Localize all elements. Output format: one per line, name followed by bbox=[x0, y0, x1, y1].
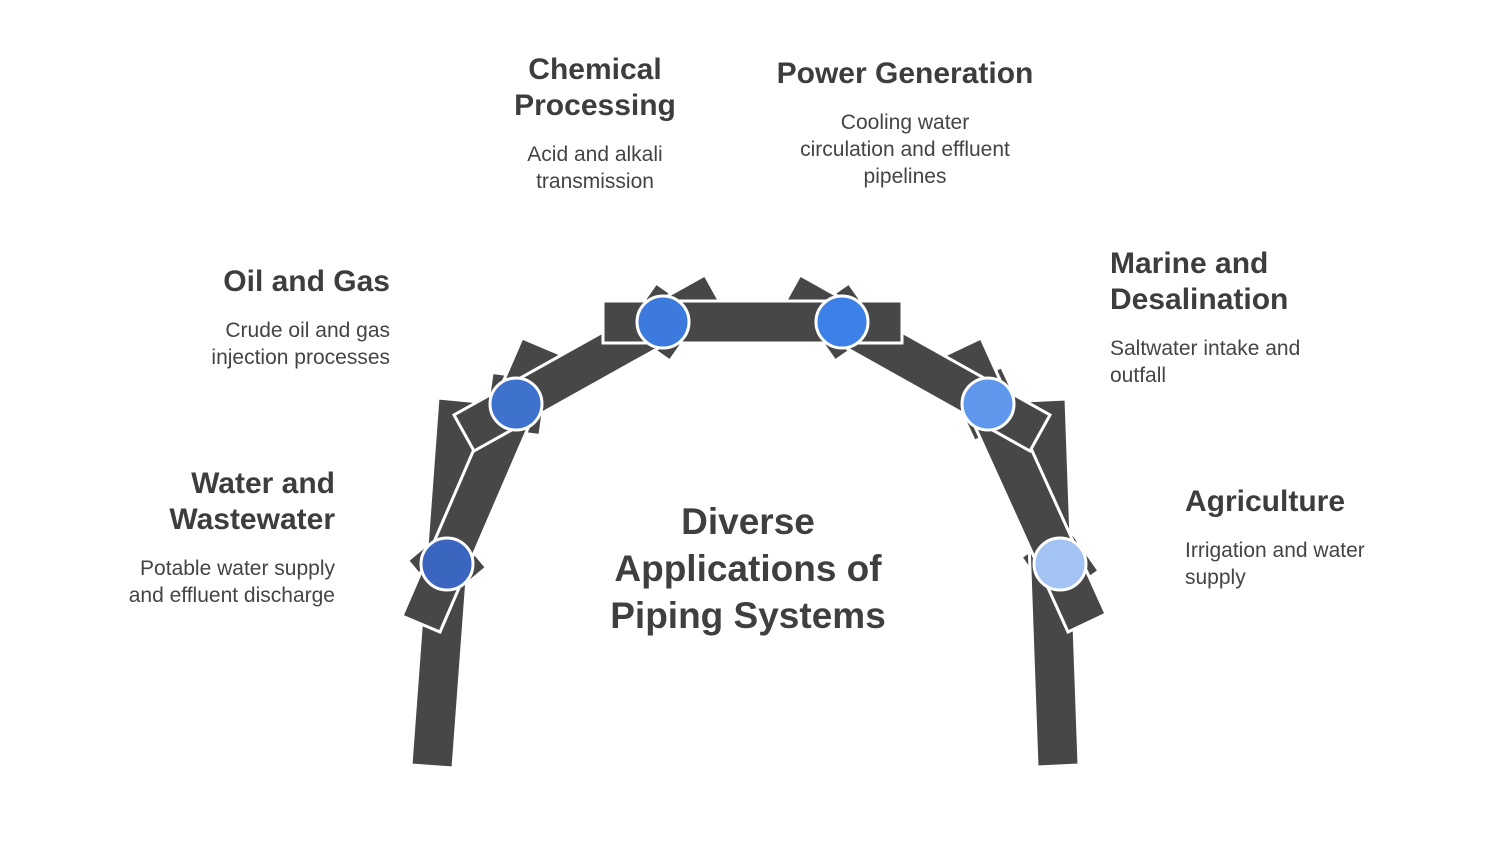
category-description: Saltwater intake and outfall bbox=[1110, 337, 1301, 387]
category-agriculture: Agriculture Irrigation and water supply bbox=[1185, 484, 1445, 591]
category-description: Acid and alkali transmission bbox=[527, 143, 663, 193]
joint-circle-chemical bbox=[635, 294, 691, 350]
category-water-and-wastewater: Water and Wastewater Potable water suppl… bbox=[35, 466, 335, 609]
category-chemical-processing: Chemical Processing Acid and alkali tran… bbox=[445, 52, 745, 195]
category-title: Marine and Desalination bbox=[1110, 247, 1289, 316]
category-title: Agriculture bbox=[1185, 485, 1346, 518]
category-description: Irrigation and water supply bbox=[1185, 539, 1365, 589]
category-description: Potable water supply and effluent discha… bbox=[128, 557, 335, 607]
category-title: Water and Wastewater bbox=[169, 467, 335, 536]
joint-circle-oil bbox=[488, 376, 544, 432]
category-description: Crude oil and gas injection processes bbox=[211, 319, 390, 369]
joint-circle-marine bbox=[960, 376, 1016, 432]
category-oil-and-gas: Oil and Gas Crude oil and gas injection … bbox=[90, 264, 390, 371]
joint-circle-water bbox=[419, 536, 475, 592]
category-title: Oil and Gas bbox=[223, 265, 390, 298]
category-power-generation: Power Generation Cooling water circulati… bbox=[755, 56, 1055, 190]
category-marine-and-desalination: Marine and Desalination Saltwater intake… bbox=[1110, 246, 1390, 389]
diagram-title: Diverse Applications of Piping Systems bbox=[610, 501, 886, 636]
category-description: Cooling water circulation and effluent p… bbox=[800, 111, 1010, 188]
category-title: Chemical Processing bbox=[514, 53, 676, 122]
category-title: Power Generation bbox=[776, 57, 1034, 90]
joint-circle-power bbox=[814, 294, 870, 350]
joint-circle-agriculture bbox=[1032, 536, 1088, 592]
